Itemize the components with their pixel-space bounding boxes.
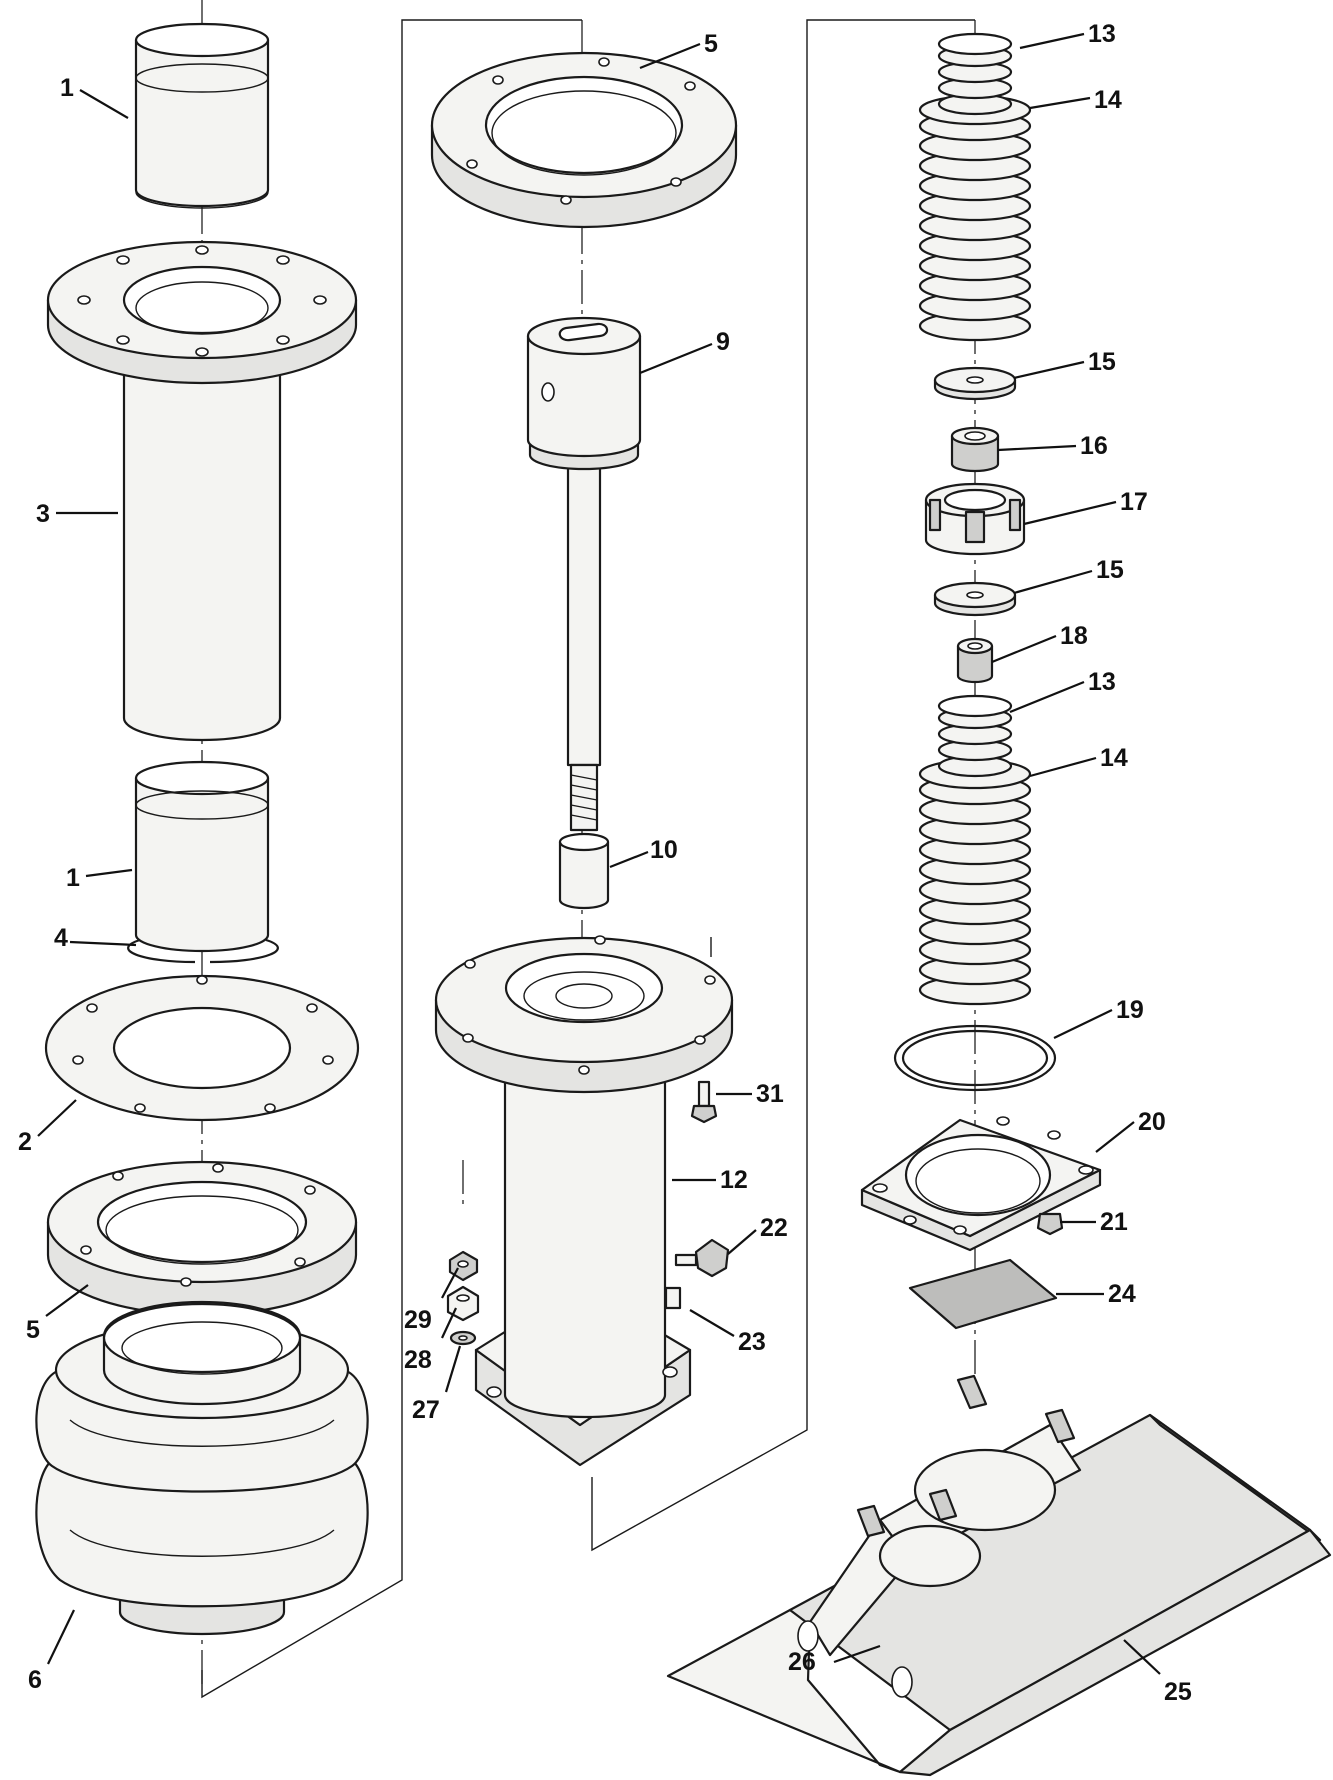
bolt-part-31 [690, 1080, 718, 1124]
nut-part-29 [448, 1250, 479, 1282]
callout-12: 12 [720, 1166, 748, 1194]
mounting-bracket-part-25 [666, 1374, 1332, 1777]
washer-part-15-upper [933, 366, 1017, 401]
retainer-ring-part-5-lower [46, 1160, 358, 1317]
callout-23: 23 [738, 1328, 766, 1356]
callout-6: 6 [28, 1666, 42, 1694]
callout-22: 22 [760, 1214, 788, 1242]
spring-part-13-lower [937, 694, 1013, 778]
castellated-nut-part-17 [924, 482, 1026, 556]
bushing-part-1-lower [134, 760, 270, 953]
callout-15-upper: 15 [1088, 348, 1116, 376]
callout-9: 9 [716, 328, 730, 356]
assembly-connector-lines [201, 19, 975, 1699]
callout-14-lower: 14 [1100, 744, 1128, 772]
callout-27: 27 [412, 1396, 440, 1424]
spring-part-14-lower [918, 758, 1032, 1006]
callout-2: 2 [18, 1128, 32, 1156]
flange-tube-part-3 [46, 240, 358, 742]
callout-15-lower: 15 [1096, 556, 1124, 584]
washer-part-15-lower [933, 581, 1017, 617]
callout-14-upper: 14 [1094, 86, 1122, 114]
callout-21: 21 [1100, 1208, 1128, 1236]
nut-part-18 [956, 637, 994, 684]
callout-labels: 1 3 1 4 2 5 6 5 9 10 31 12 22 23 29 28 2… [18, 20, 1192, 1706]
callout-31: 31 [756, 1080, 784, 1108]
pad-part-24 [908, 1258, 1058, 1330]
leader-lines [37, 32, 1161, 1675]
callout-16: 16 [1080, 432, 1108, 460]
fitting-part-23 [664, 1286, 682, 1310]
piston-rod-part-9 [526, 316, 642, 832]
callout-3: 3 [36, 500, 50, 528]
callout-1-lower: 1 [66, 864, 80, 892]
retainer-ring-part-5-upper [430, 51, 738, 229]
washer-part-27 [449, 1330, 477, 1346]
callout-17: 17 [1120, 488, 1148, 516]
screw-part-21 [1036, 1212, 1064, 1236]
fitting-part-22 [674, 1238, 730, 1278]
flange-bolt-holes [77, 245, 327, 357]
stud-bolts-part-26 [856, 1374, 1076, 1538]
callout-5-upper: 5 [704, 30, 718, 58]
callout-18: 18 [1060, 622, 1088, 650]
cylinder-body-part-12 [434, 935, 734, 1467]
callout-1-upper: 1 [60, 74, 74, 102]
bushing-part-1-upper [134, 22, 270, 209]
spring-part-14-upper [918, 94, 1032, 342]
callout-19: 19 [1116, 996, 1144, 1024]
callout-13-lower: 13 [1088, 668, 1116, 696]
nut-part-28 [446, 1285, 480, 1322]
callout-5-lower: 5 [26, 1316, 40, 1344]
callout-25: 25 [1164, 1678, 1192, 1706]
callout-4: 4 [54, 924, 68, 952]
spring-set-upper [918, 32, 1032, 342]
base-plate-part-20 [860, 1116, 1102, 1252]
callout-10: 10 [650, 836, 678, 864]
sleeve-part-10 [558, 832, 610, 910]
spring-part-13-upper [937, 32, 1013, 116]
gasket-part-2 [44, 974, 360, 1122]
callout-20: 20 [1138, 1108, 1166, 1136]
callout-28: 28 [404, 1346, 432, 1374]
callout-29: 29 [404, 1306, 432, 1334]
bushing-part-16 [950, 426, 1000, 473]
o-ring-part-19 [893, 1024, 1057, 1092]
air-bellows-part-6 [35, 1300, 369, 1636]
spring-set-lower [918, 694, 1032, 1006]
callout-24: 24 [1108, 1280, 1136, 1308]
callout-13-upper: 13 [1088, 20, 1116, 48]
callout-26: 26 [788, 1648, 816, 1676]
